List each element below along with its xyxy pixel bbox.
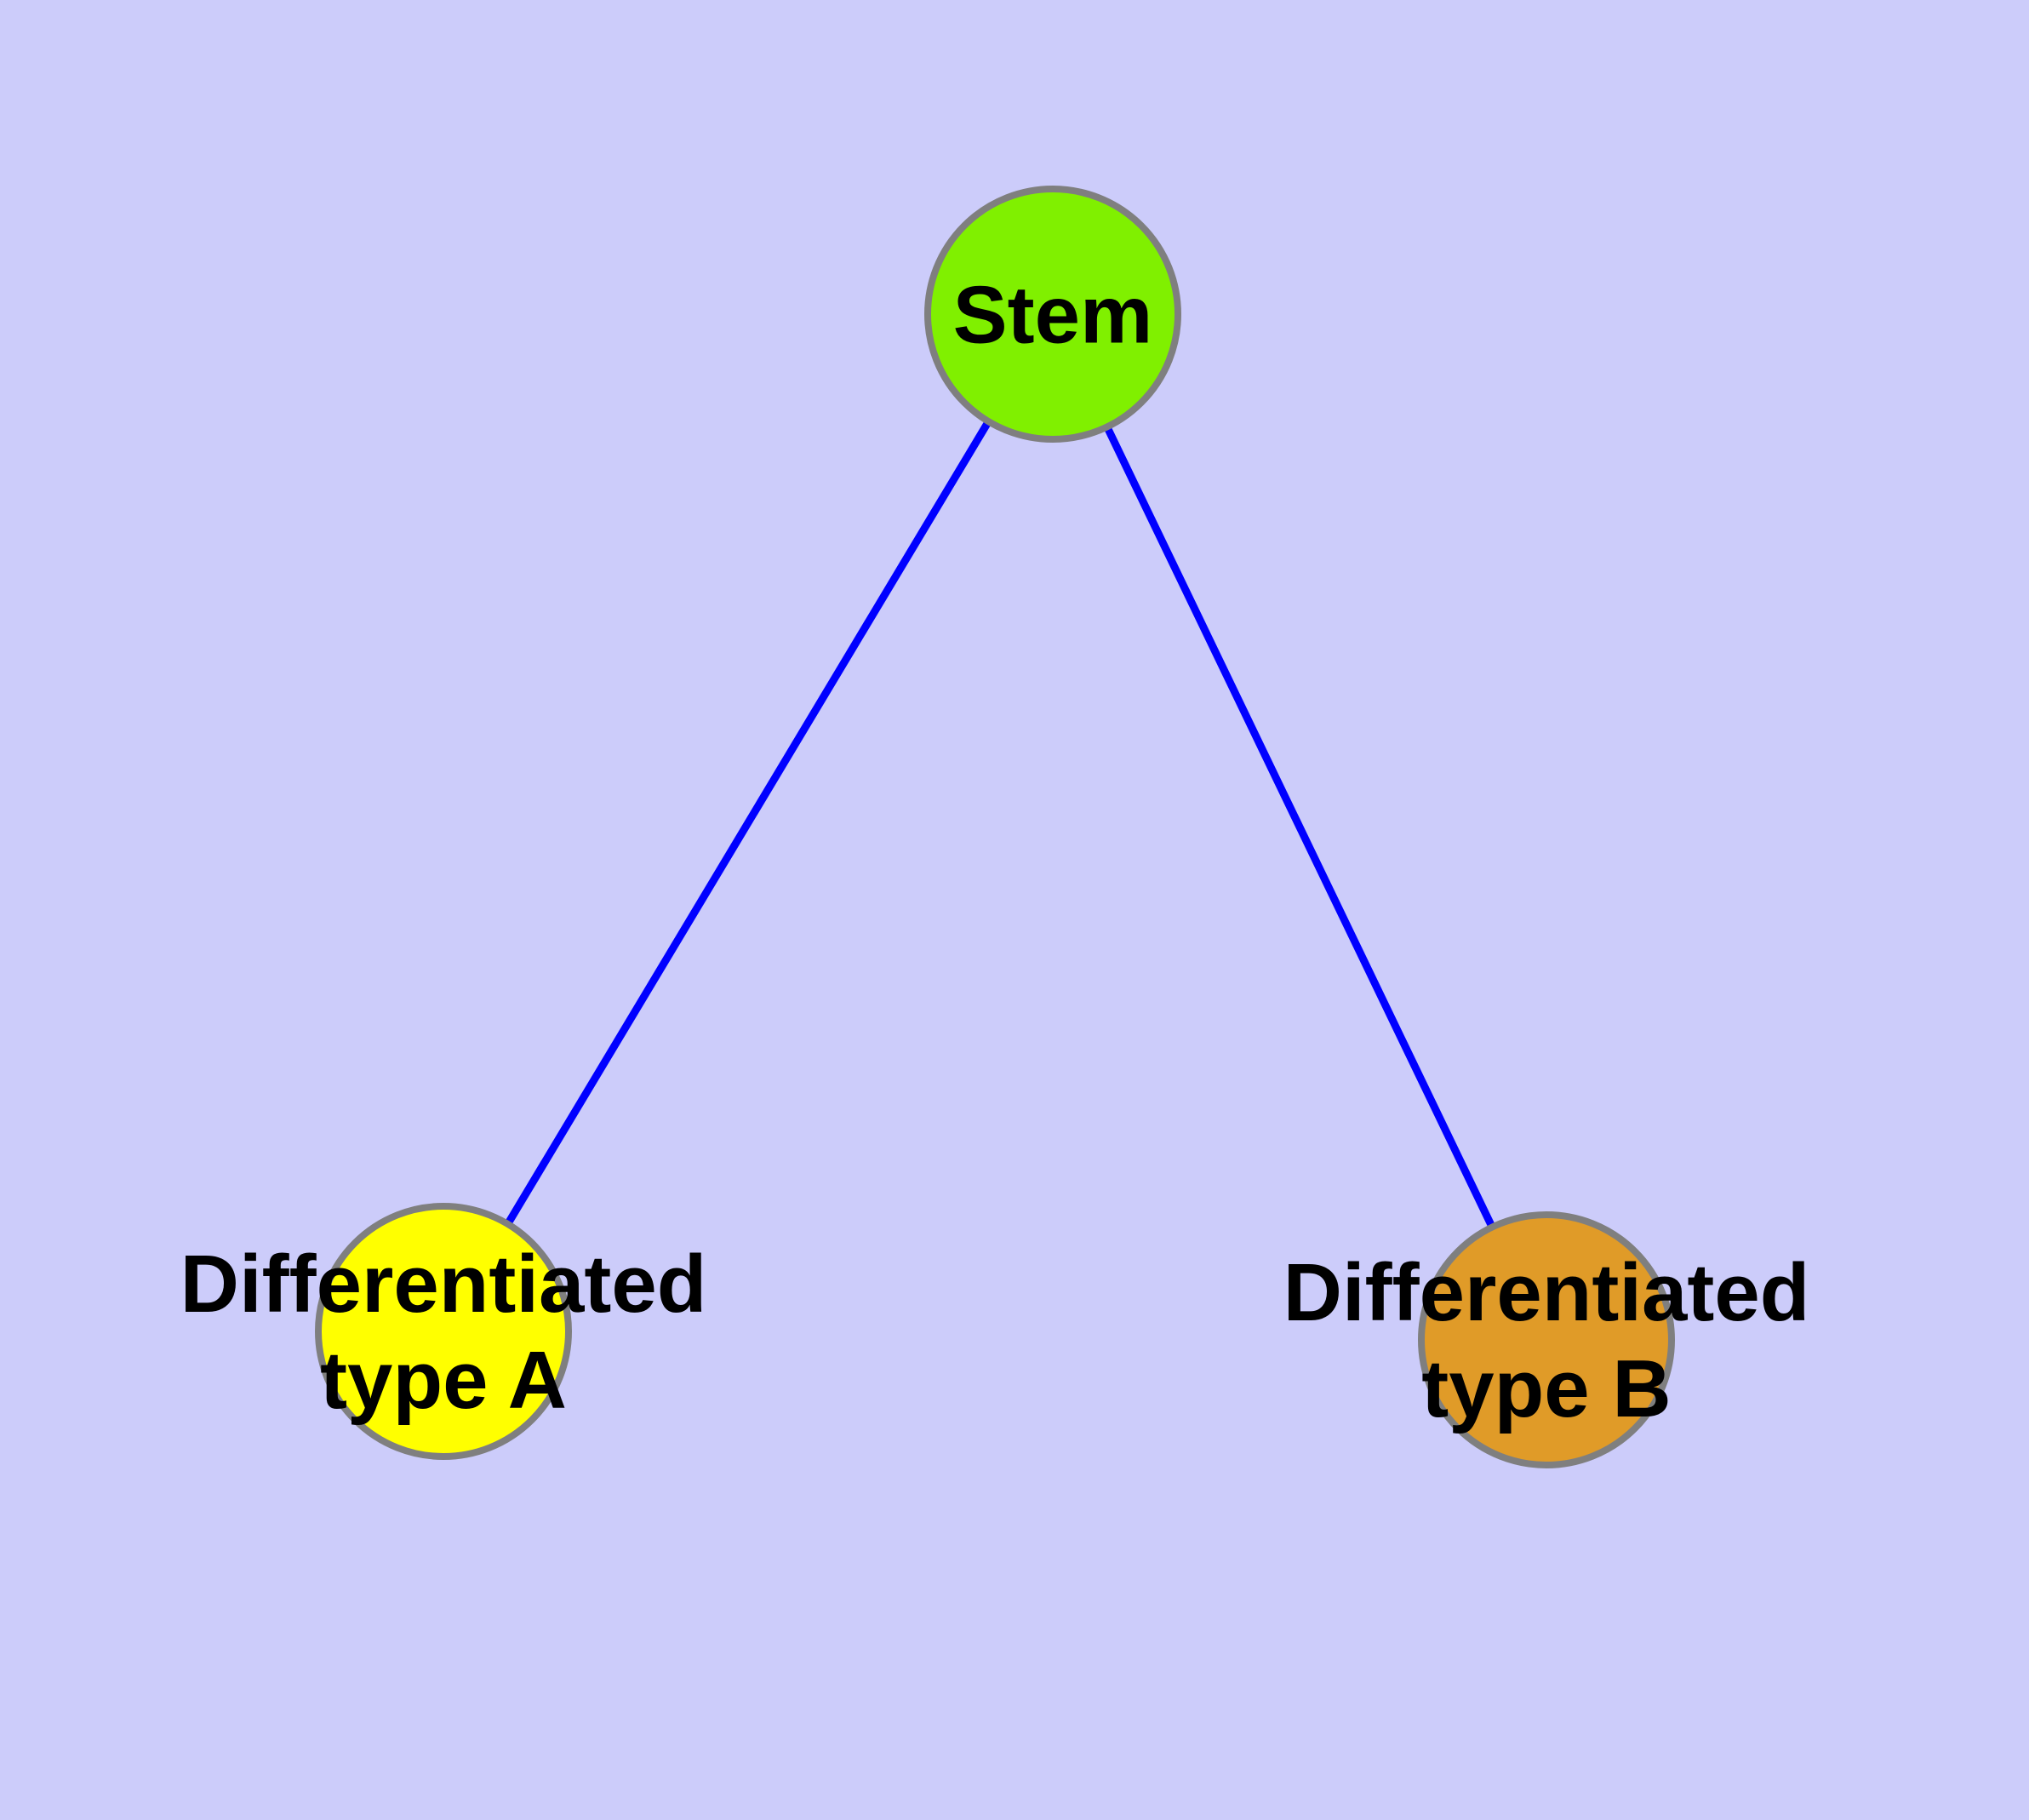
graph-node-diff-a[interactable] bbox=[315, 1203, 572, 1460]
edges-layer bbox=[504, 312, 1496, 1229]
label-line: Stem bbox=[953, 270, 1153, 361]
graph-edge bbox=[1049, 312, 1496, 1229]
nodes-layer bbox=[315, 186, 1675, 1468]
label-line: type B bbox=[1421, 1343, 1671, 1434]
graph-node-stem[interactable] bbox=[924, 186, 1181, 443]
graph-node-label-stem: Stem bbox=[953, 270, 1153, 361]
label-line: Differentiated bbox=[1283, 1247, 1810, 1338]
graph-edge bbox=[504, 312, 1056, 1227]
label-line: Differentiated bbox=[180, 1239, 707, 1330]
label-line: type A bbox=[320, 1335, 567, 1426]
graph-node-diff-b[interactable] bbox=[1418, 1211, 1675, 1468]
